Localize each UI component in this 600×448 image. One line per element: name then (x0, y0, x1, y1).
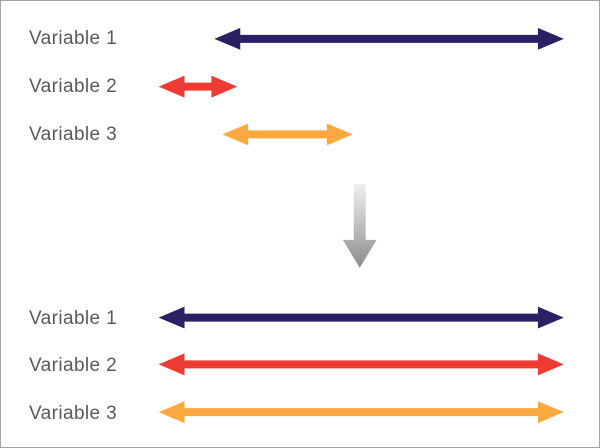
after-variable-2-range-arrow (158, 353, 564, 376)
after-variable-3-range-arrow (158, 401, 564, 424)
down-arrow-icon (342, 184, 377, 268)
before-variable-2-label: Variable 2 (29, 76, 118, 97)
before-variable-3-range-arrow (222, 123, 353, 146)
after-variable-1-range-arrow (158, 306, 564, 329)
before-variable-1-range-arrow (214, 27, 564, 50)
after-variable-1-label: Variable 1 (29, 308, 118, 329)
before-variable-2-range-arrow (158, 75, 238, 98)
before-variable-1-label: Variable 1 (29, 28, 118, 49)
after-variable-3-label: Variable 3 (29, 403, 118, 424)
before-variable-3-label: Variable 3 (29, 124, 118, 145)
after-variable-2-label: Variable 2 (29, 355, 118, 376)
